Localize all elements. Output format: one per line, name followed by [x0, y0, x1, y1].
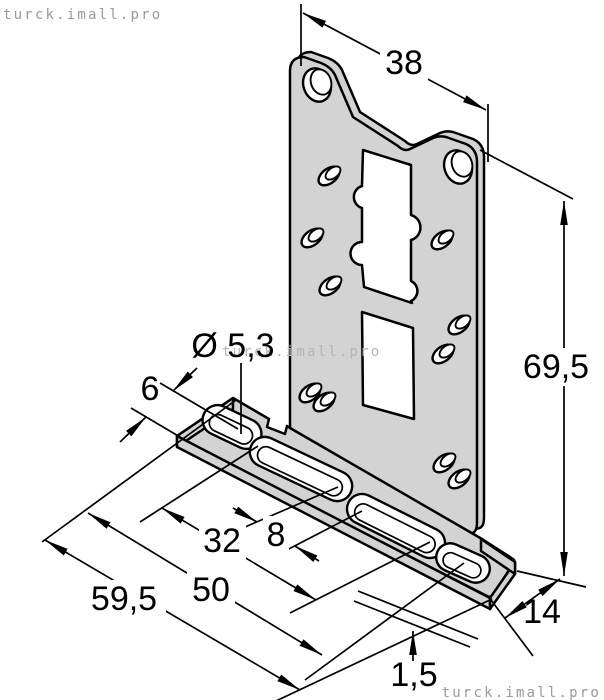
watermark-top-left: turck.imall.pro	[3, 7, 162, 23]
label-mask	[380, 44, 428, 82]
ext-line	[304, 562, 465, 681]
dimension-label-slot-offset: 6	[141, 370, 160, 408]
dimension-label-slot-length: 50	[192, 571, 230, 609]
plate-hole	[300, 227, 325, 249]
mounting-hole-top-right	[442, 149, 474, 185]
plate-hole	[447, 314, 472, 336]
dimension-label-slot-span: 32	[203, 522, 241, 560]
dim-line-14	[504, 578, 561, 619]
dimension-label-base-length: 59,5	[91, 580, 157, 618]
label-mask	[263, 516, 289, 555]
base-slot-long-1	[248, 435, 354, 503]
bracket-part	[175, 50, 517, 611]
plate-hole	[298, 382, 323, 404]
dimension-label-thickness: 1,5	[390, 656, 437, 694]
ext-line	[289, 541, 431, 614]
dimension-label-hole-diameter: Ø 5,3	[191, 327, 274, 365]
label-mask	[199, 522, 246, 560]
plate-hole	[432, 452, 457, 474]
plate-hole	[312, 391, 337, 413]
ext-line	[479, 149, 574, 200]
dimension-label-plate-width: 38	[385, 44, 423, 82]
ext-line	[41, 399, 237, 543]
ext-line	[130, 407, 181, 438]
ext-line	[139, 445, 259, 523]
watermark-center: turck.imall.pro	[222, 344, 381, 360]
dim-arrow-6	[172, 367, 198, 392]
label-mask	[84, 580, 166, 618]
ext-line	[276, 598, 493, 700]
dimension-label-slot-gap: 8	[267, 516, 286, 554]
rectangular-cutout	[360, 310, 416, 421]
plate-hole	[447, 468, 472, 490]
dim-line-59-5	[44, 539, 301, 691]
label-mask	[187, 571, 235, 609]
ext-line	[357, 590, 479, 640]
label-mask	[518, 348, 596, 386]
ext-line	[490, 599, 534, 657]
plate-hole	[430, 229, 455, 251]
connector-cutout	[349, 148, 422, 305]
plate-hole	[317, 165, 342, 187]
dim-arrow-8	[294, 545, 320, 562]
dim-arrow-6	[119, 416, 147, 443]
plate-hole	[318, 275, 343, 297]
plate-hole	[431, 343, 456, 365]
ext-line	[353, 600, 471, 648]
dim-arrow-8	[232, 506, 258, 523]
dimension-labels: 38 69,5 Ø 5,3 6 32 8 50 59,5 14 1,5	[91, 44, 589, 694]
dimension-label-base-depth: 14	[523, 593, 561, 631]
dimension-label-total-height: 69,5	[523, 348, 589, 386]
watermark-bottom-right: turck.imall.pro	[442, 685, 601, 700]
base-back-right-edge	[479, 537, 517, 576]
